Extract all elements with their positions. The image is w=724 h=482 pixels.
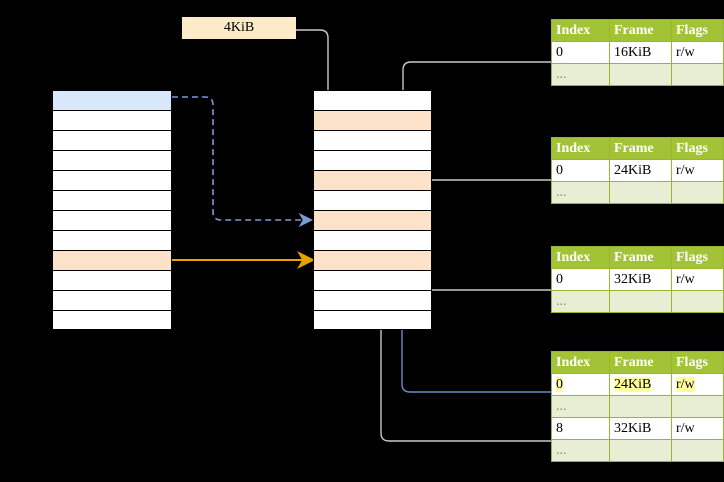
page-table-4-row-1: ... <box>551 395 724 418</box>
page-table-2-row-0-flags: r/w <box>671 159 724 182</box>
virtual-cell-5 <box>52 190 172 210</box>
page-table-4-header-index: Index <box>551 351 610 374</box>
page-table-4-header-flags: Flags <box>671 351 724 374</box>
page-table-3-header-flags: Flags <box>671 246 724 269</box>
virtual-cell-9 <box>52 270 172 290</box>
page-table-3-row-0-flags: r/w <box>671 268 724 291</box>
physical-cell-6 <box>313 210 432 230</box>
page-table-1-row-0-flags: r/w <box>671 41 724 64</box>
page-table-3-row-0-index: 0 <box>551 268 610 291</box>
physical-cell-11 <box>313 310 432 330</box>
page-table-2-header-flags: Flags <box>671 137 724 160</box>
page-table-3-row-1-flags <box>671 290 724 313</box>
page-table-4-row-3-index: ... <box>551 439 610 462</box>
physical-cell-4 <box>313 170 432 190</box>
virtual-cell-3 <box>52 150 172 170</box>
virtual-cell-8 <box>52 250 172 270</box>
page-table-1-header-flags: Flags <box>671 19 724 42</box>
physical-memory-column <box>313 90 432 330</box>
page-table-4-row-2-index: 8 <box>551 417 610 440</box>
page-table-3-header-frame: Frame <box>609 246 672 269</box>
physical-cell-2 <box>313 130 432 150</box>
wire-table3-to-frame <box>416 265 551 291</box>
wire-table4-row0-to-frame <box>395 215 551 393</box>
wire-table4-row8-to-frame <box>374 265 551 442</box>
virtual-cell-4 <box>52 170 172 190</box>
virtual-cell-2 <box>52 130 172 150</box>
page-table-1-row-1: ... <box>551 63 724 86</box>
page-table-4-row-1-index: ... <box>551 395 610 418</box>
page-table-4-row-0: 0 24KiB r/w <box>551 373 724 396</box>
physical-cell-1 <box>313 110 432 130</box>
virtual-address-space-column <box>52 90 172 330</box>
physical-cell-10 <box>313 290 432 310</box>
page-table-2-row-0-frame: 24KiB <box>609 159 672 182</box>
page-table-2-row-1-frame <box>609 181 672 204</box>
wire-table1-to-frame <box>396 61 551 175</box>
physical-cell-3 <box>313 150 432 170</box>
wire-virtual0-to-physical6 <box>172 96 313 228</box>
virtual-cell-7 <box>52 230 172 250</box>
page-size-label: 4KiB <box>182 17 296 39</box>
page-table-1-header-frame: Frame <box>609 19 672 42</box>
page-table-4-row-3-flags <box>671 439 724 462</box>
virtual-cell-1 <box>52 110 172 130</box>
wire-pagesize-to-frame <box>296 29 335 115</box>
page-table-4-row-3: ... <box>551 439 724 462</box>
highlighted-value: 0 <box>556 376 563 392</box>
page-table-4-row-1-frame <box>609 395 672 418</box>
page-table-4-row-1-flags <box>671 395 724 418</box>
physical-cell-0 <box>313 90 432 110</box>
page-table-2-row-1: ... <box>551 181 724 204</box>
page-table-1-row-1-frame <box>609 63 672 86</box>
physical-cell-8 <box>313 250 432 270</box>
physical-cell-5 <box>313 190 432 210</box>
physical-cell-9 <box>313 270 432 290</box>
virtual-cell-10 <box>52 290 172 310</box>
virtual-cell-6 <box>52 210 172 230</box>
virtual-cell-11 <box>52 310 172 330</box>
highlighted-value: r/w <box>676 376 695 392</box>
page-table-4-row-0-frame: 24KiB <box>609 373 672 396</box>
page-table-3-header-index: Index <box>551 246 610 269</box>
page-table-3-row-1: ... <box>551 290 724 313</box>
page-table-1-row-0-frame: 16KiB <box>609 41 672 64</box>
page-table-4-row-0-index: 0 <box>551 373 610 396</box>
page-table-1-header-index: Index <box>551 19 610 42</box>
page-table-3-row-1-frame <box>609 290 672 313</box>
physical-cell-7 <box>313 230 432 250</box>
page-table-1-row-0-index: 0 <box>551 41 610 64</box>
page-table-1-row-1-index: ... <box>551 63 610 86</box>
page-table-4-row-2-frame: 32KiB <box>609 417 672 440</box>
page-table-3-row-1-index: ... <box>551 290 610 313</box>
page-table-2-header-index: Index <box>551 137 610 160</box>
wire-table2-to-frame <box>416 179 551 215</box>
highlighted-value: 24KiB <box>614 376 652 392</box>
page-table-2-header-frame: Frame <box>609 137 672 160</box>
page-table-2-row-0-index: 0 <box>551 159 610 182</box>
page-table-4-row-0-flags: r/w <box>671 373 724 396</box>
virtual-cell-0 <box>52 90 172 110</box>
page-table-2-row-1-index: ... <box>551 181 610 204</box>
page-table-1-row-1-flags <box>671 63 724 86</box>
page-table-2-row-1-flags <box>671 181 724 204</box>
page-table-3-row-0-frame: 32KiB <box>609 268 672 291</box>
page-table-4-row-3-frame <box>609 439 672 462</box>
page-table-4-row-2-flags: r/w <box>671 417 724 440</box>
page-table-4-header-frame: Frame <box>609 351 672 374</box>
